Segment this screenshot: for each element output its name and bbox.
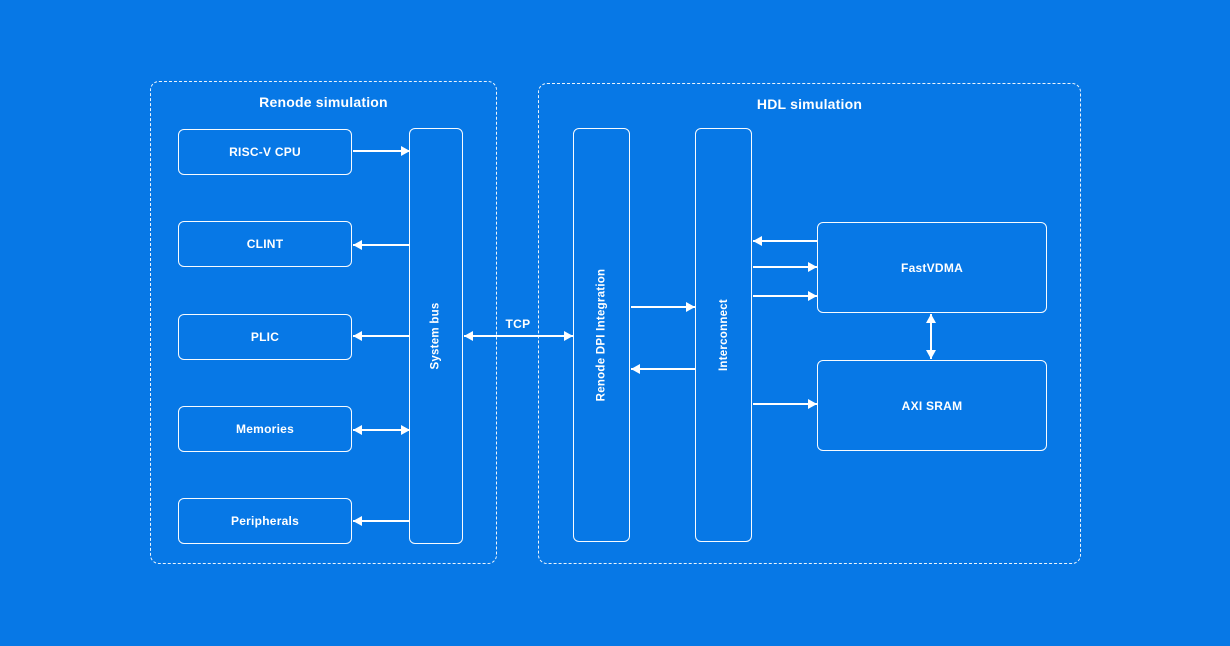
arrow-interconnect-to-fastvdma-1 [753,262,817,272]
arrow-fastvdma-to-interconnect [753,236,817,246]
node-interconnect-label: Interconnect [717,298,730,372]
arrow-memories-system-bus-bidirectional [353,425,410,435]
node-interconnect: Interconnect [695,128,752,542]
node-axi-sram-label: AXI SRAM [901,398,963,413]
node-peripherals-label: Peripherals [230,514,300,528]
node-fastvdma-label: FastVDMA [900,260,963,275]
arrow-system-bus-to-clint [353,240,410,250]
arrow-system-bus-to-peripherals [353,516,410,526]
arrow-interconnect-to-dpi [631,364,695,374]
group-title-renode: Renode simulation [259,94,388,110]
arrow-tcp-link-bidirectional [464,331,573,341]
arrow-riscv-cpu-to-system-bus [353,146,410,156]
node-riscv-cpu: RISC-V CPU [178,129,352,175]
arrow-fastvdma-axi-sram-bidirectional [926,314,936,359]
group-hdl-simulation: HDL simulation [538,83,1081,564]
arrow-interconnect-to-fastvdma-2 [753,291,817,301]
arrow-interconnect-to-axi-sram [753,399,817,409]
node-plic: PLIC [178,314,352,360]
node-riscv-cpu-label: RISC-V CPU [229,145,301,159]
node-memories-label: Memories [235,422,295,436]
node-fastvdma: FastVDMA [817,222,1047,313]
node-memories: Memories [178,406,352,452]
node-clint: CLINT [178,221,352,267]
tcp-label: TCP [505,317,531,331]
node-clint-label: CLINT [246,237,284,251]
node-plic-label: PLIC [250,330,280,344]
group-title-hdl: HDL simulation [756,96,863,112]
arrow-dpi-to-interconnect [631,302,695,312]
node-system-bus: System bus [409,128,463,544]
node-peripherals: Peripherals [178,498,352,544]
node-axi-sram: AXI SRAM [817,360,1047,451]
group-renode-simulation: Renode simulation [150,81,497,564]
node-system-bus-label: System bus [430,302,442,370]
node-renode-dpi-integration-label: Renode DPI Integration [595,268,608,402]
node-renode-dpi-integration: Renode DPI Integration [573,128,630,542]
arrow-system-bus-to-plic [353,331,410,341]
